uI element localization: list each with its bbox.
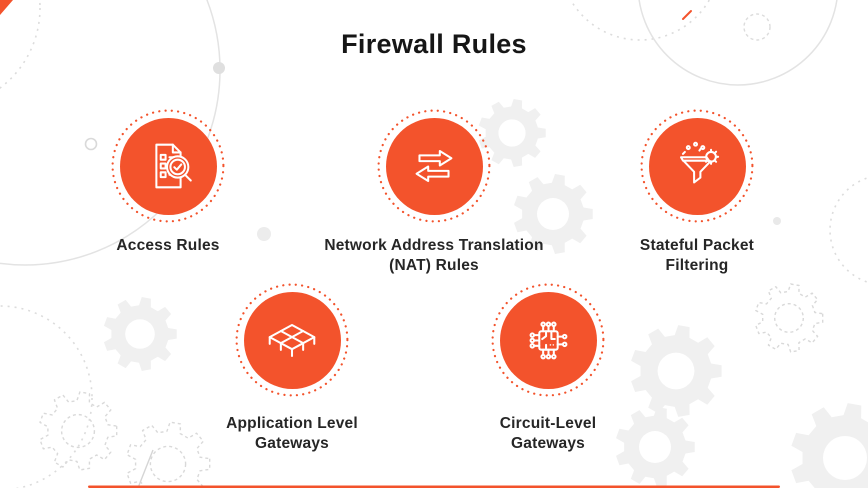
- gray-dot: [257, 227, 271, 241]
- dotted-ring: [235, 283, 349, 397]
- item-label: Application Level Gateways: [226, 415, 358, 452]
- orange-tick: [682, 10, 692, 20]
- item-circle: [648, 117, 746, 215]
- corner-accent: [0, 0, 13, 15]
- dotted-ring: [111, 109, 225, 223]
- small-circle: [84, 137, 98, 151]
- item-nat-rules: Network Address Translation (NAT) Rules: [324, 109, 543, 274]
- item-access-rules: Access Rules: [111, 109, 225, 254]
- item-circle: [385, 117, 483, 215]
- page-title: Firewall Rules: [341, 29, 527, 59]
- dotted-circle: [0, 305, 93, 488]
- dotted-ring: [377, 109, 491, 223]
- arc-line: [137, 449, 154, 488]
- gray-dot: [213, 62, 225, 74]
- item-circle: [119, 117, 217, 215]
- transfer-arrows-icon: [415, 149, 453, 183]
- gear-shape: [755, 283, 824, 353]
- item-label: Stateful Packet Filtering: [639, 237, 755, 274]
- gear-shape: [774, 303, 805, 334]
- gear-shape: [103, 297, 177, 371]
- gear-shape: [39, 391, 118, 471]
- item-stateful-packet-filtering: Stateful Packet Filtering: [640, 109, 754, 274]
- item-label: Network Address Translation (NAT) Rules: [324, 237, 544, 274]
- gray-dot: [773, 217, 781, 225]
- filter-funnel-gear-icon: [679, 141, 720, 184]
- item-circuit-level-gateways: Circuit-Level Gateways: [491, 283, 605, 452]
- item-label: Circuit-Level Gateways: [499, 415, 597, 452]
- item-circle: [499, 291, 597, 389]
- dotted-ring: [491, 283, 605, 397]
- gear-shape: [60, 413, 96, 449]
- gear-shape: [149, 445, 187, 483]
- item-label: Access Rules: [116, 237, 220, 254]
- item-circle: [243, 291, 341, 389]
- gear-shape: [631, 325, 722, 417]
- gear-shape: [791, 403, 868, 488]
- item-application-level-gateways: Application Level Gateways: [226, 283, 358, 452]
- dotted-ring: [640, 109, 754, 223]
- document-search-icon: [155, 143, 192, 189]
- circuit-chip-icon: [529, 321, 568, 360]
- dotted-circle: [829, 176, 868, 284]
- layered-grid-icon: [268, 323, 316, 358]
